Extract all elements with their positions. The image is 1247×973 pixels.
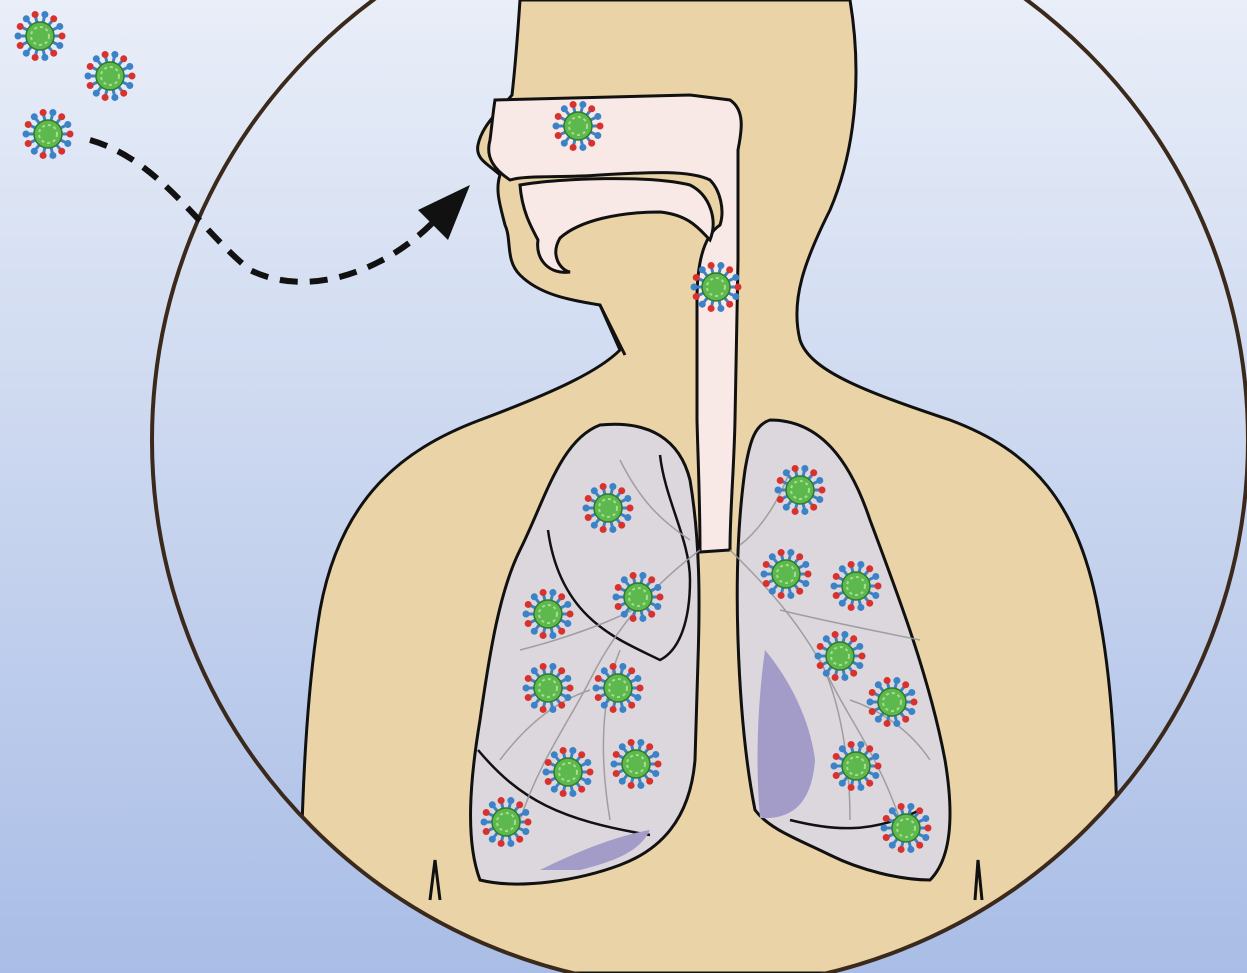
respiratory-infection-diagram — [0, 0, 1247, 973]
diagram-canvas — [0, 0, 1247, 973]
